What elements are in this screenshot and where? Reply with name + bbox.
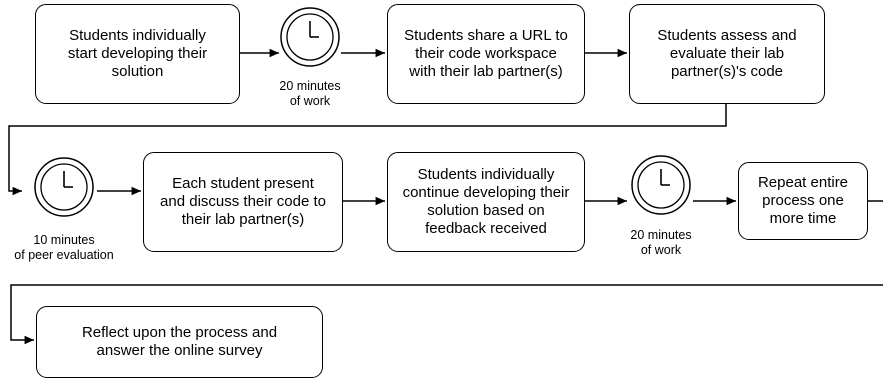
step-label: Students individually continue developin… [402, 166, 570, 237]
timer-caption-work-2: 20 minutes of work [596, 228, 726, 258]
timer-caption-work-1: 20 minutes of work [245, 79, 375, 109]
clock-icon-1 [280, 7, 340, 67]
arrow-s6-s7 [10, 284, 883, 345]
timer-caption-text: 20 minutes of work [630, 228, 692, 257]
step-share-url: Students share a URL to their code works… [387, 4, 585, 104]
step-label: Each student present and discuss their c… [160, 175, 326, 228]
step-present-discuss: Each student present and discuss their c… [143, 152, 343, 252]
step-label: Reflect upon the process and answer the … [81, 324, 278, 359]
arrow-s3-t2 [8, 103, 727, 196]
step-start-developing: Students individually start developing t… [35, 4, 240, 104]
clock-icon-2 [34, 157, 94, 217]
step-continue-developing: Students individually continue developin… [387, 152, 585, 252]
step-label: Students share a URL to their code works… [404, 27, 568, 80]
timer-caption-text: 10 minutes of peer evaluation [14, 233, 114, 262]
step-label: Repeat entire process one more time [757, 174, 849, 227]
step-reflect-survey: Reflect upon the process and answer the … [36, 306, 323, 378]
clock-icon-3 [631, 155, 691, 215]
step-repeat-process: Repeat entire process one more time [738, 162, 868, 240]
step-label: Students assess and evaluate their lab p… [657, 27, 797, 80]
timer-caption-text: 20 minutes of work [279, 79, 341, 108]
step-assess-code: Students assess and evaluate their lab p… [629, 4, 825, 104]
timer-caption-peer-eval: 10 minutes of peer evaluation [0, 233, 129, 263]
step-label: Students individually start developing t… [67, 27, 208, 80]
